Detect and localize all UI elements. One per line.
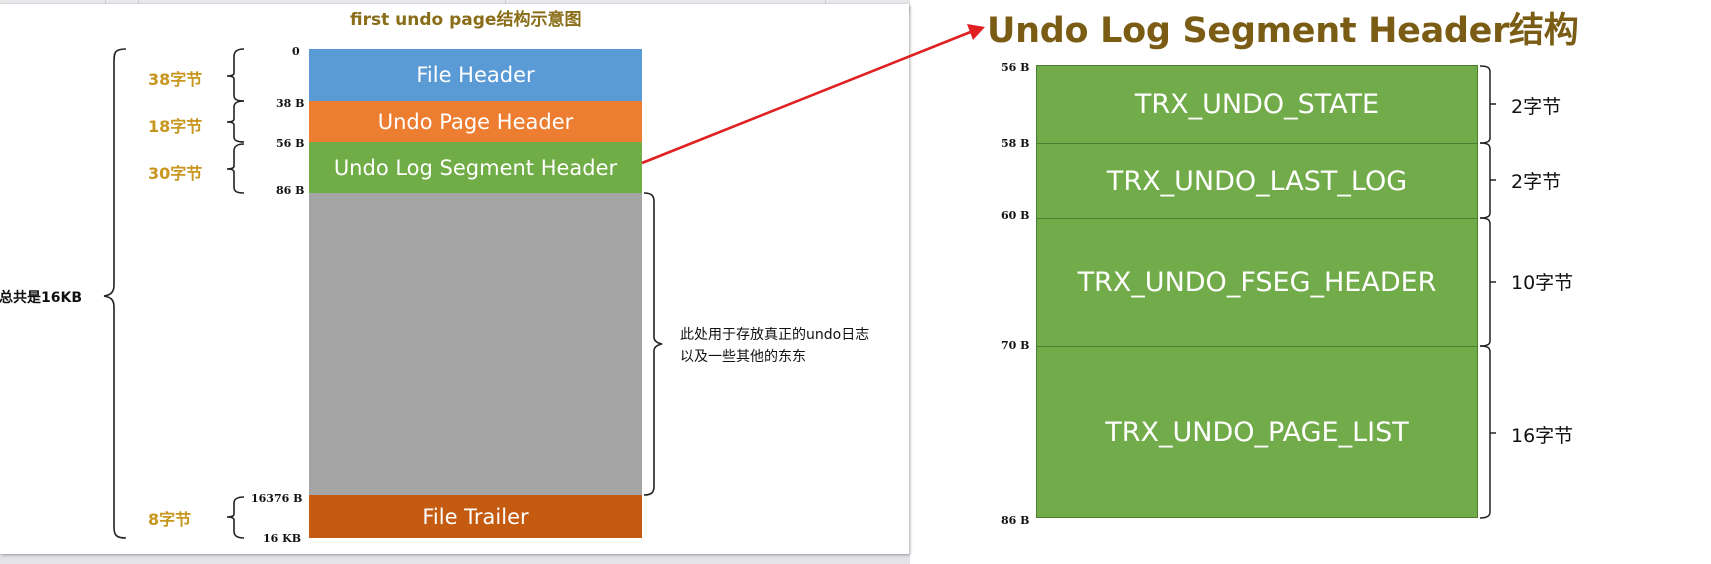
bracket-state (1479, 65, 1496, 144)
offset-label-38: 38 B (276, 97, 305, 110)
size-label-file-header: 38字节 (148, 70, 203, 89)
field-trx-undo-page-list: TRX_UNDO_PAGE_LIST (1036, 346, 1478, 518)
field-size-fseg-header: 10字节 (1511, 272, 1574, 294)
undo-space-note-line-2: 以及一些其他的东东 (680, 349, 806, 365)
segment-file-trailer: File Trailer (309, 495, 642, 538)
right-offset-70: 70 B (1001, 339, 1030, 352)
total-brace (103, 48, 127, 539)
offset-label-56: 56 B (276, 137, 305, 150)
offset-label-16kb: 16 KB (263, 532, 301, 545)
brace-undo-log-segment-header (226, 143, 245, 194)
right-offset-58: 58 B (1001, 137, 1030, 150)
right-offset-56: 56 B (1001, 61, 1030, 74)
brace-undo-page-header (226, 100, 245, 143)
brace-file-trailer (226, 496, 245, 539)
bracket-fseg-header (1479, 217, 1496, 347)
size-label-undo-page-header: 18字节 (148, 117, 203, 136)
segment-undo-page-header: Undo Page Header (309, 101, 642, 142)
segment-undo-log-space (309, 193, 642, 495)
bracket-last-log (1479, 142, 1496, 219)
left-diagram-title: first undo page结构示意图 (350, 10, 582, 30)
undo-space-note-line-1: 此处用于存放真正的undo日志 (680, 327, 870, 343)
segment-undo-log-segment-header: Undo Log Segment Header (309, 142, 642, 193)
field-trx-undo-fseg-header: TRX_UNDO_FSEG_HEADER (1036, 218, 1478, 346)
brace-file-header (226, 48, 245, 102)
field-size-state: 2字节 (1511, 96, 1562, 118)
segment-file-header: File Header (309, 49, 642, 101)
total-size-label: 总共是16KB (0, 290, 83, 306)
size-label-undo-log-segment-header: 30字节 (148, 164, 203, 183)
field-size-page-list: 16字节 (1511, 425, 1574, 447)
offset-label-86: 86 B (276, 184, 305, 197)
field-trx-undo-last-log: TRX_UNDO_LAST_LOG (1036, 143, 1478, 218)
offset-label-0: 0 (292, 45, 300, 58)
right-offset-86: 86 B (1001, 514, 1030, 527)
field-size-last-log: 2字节 (1511, 171, 1562, 193)
field-trx-undo-state: TRX_UNDO_STATE (1036, 65, 1478, 143)
connector-arrow-head (967, 24, 985, 40)
right-offset-60: 60 B (1001, 209, 1030, 222)
background-window-bottom (0, 553, 910, 564)
right-diagram-title: Undo Log Segment Header结构 (987, 11, 1579, 51)
offset-label-16376: 16376 B (251, 492, 303, 505)
bracket-page-list (1479, 345, 1496, 519)
connector-arrow (641, 29, 974, 165)
brace-undo-space (643, 192, 663, 496)
size-label-file-trailer: 8字节 (148, 510, 192, 529)
